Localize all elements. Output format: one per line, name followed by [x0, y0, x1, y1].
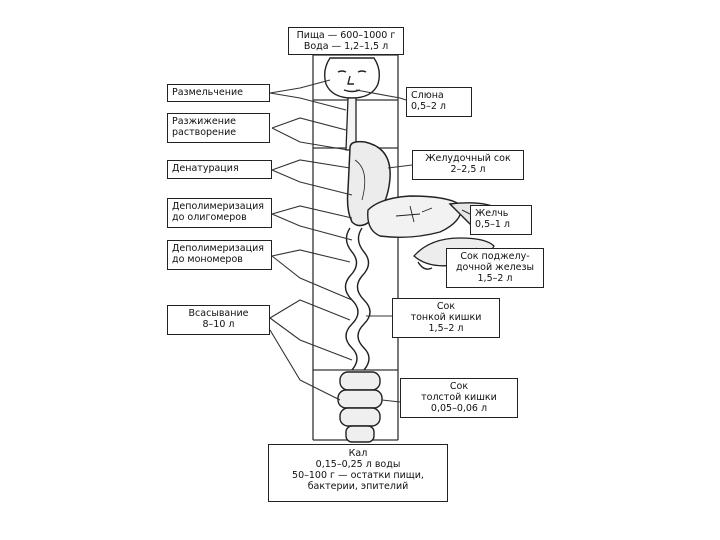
label-small-intestine-juice: Сок тонкой кишки 1,5–2 л [392, 298, 500, 338]
label-bile: Желчь 0,5–1 л [470, 205, 532, 235]
label-denaturation: Денатурация [167, 160, 272, 179]
water-amount: Вода — 1,2–1,5 л [303, 41, 389, 52]
label-gastric-juice: Желудочный сок 2–2,5 л [412, 150, 524, 180]
label-large-intestine-juice: Сок толстой кишки 0,05–0,06 л [400, 378, 518, 418]
label-grinding: Размельчение [167, 84, 270, 102]
feces-title: Кал [348, 448, 368, 459]
left-connectors [269, 79, 353, 401]
label-liquefaction: Разжижение растворение [167, 113, 270, 143]
label-depolymerization-oligomers: Деполимеризация до олигомеров [167, 198, 272, 228]
large-intestine-drawing [337, 371, 383, 443]
right-connectors [355, 89, 487, 403]
food-amount: Пища — 600–1000 г [296, 30, 396, 41]
label-pancreatic-juice: Сок поджелу- дочной железы 1,5–2 л [446, 248, 544, 288]
food-intake-box: Пища — 600–1000 г Вода — 1,2–1,5 л [288, 27, 404, 55]
label-saliva: Слюна 0,5–2 л [406, 87, 472, 117]
label-depolymerization-monomers: Деполимеризация до мономеров [167, 240, 272, 270]
label-absorption: Всасывание 8–10 л [167, 305, 270, 335]
feces-box: Кал 0,15–0,25 л воды 50–100 г — остатки … [268, 444, 448, 502]
head-drawing [323, 57, 381, 99]
